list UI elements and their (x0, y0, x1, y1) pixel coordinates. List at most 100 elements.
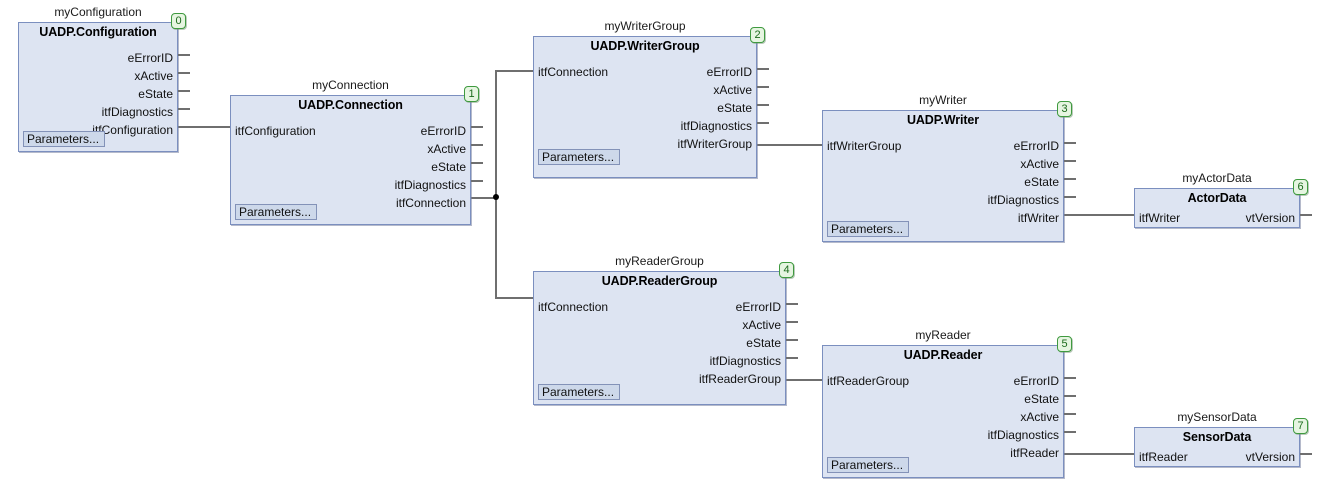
block-number-badge: 0 (171, 13, 186, 29)
output-pin-eState[interactable]: eState (717, 101, 752, 115)
function-block-reader[interactable]: myReader UADP.Reader itfReaderGroup eErr… (822, 328, 1072, 478)
pin-stub-itfDiagnostics-5 (1064, 431, 1076, 433)
pin-stub-eState-4 (786, 339, 798, 341)
input-pin-itfConnection[interactable]: itfConnection (538, 300, 609, 314)
wire-connection-out[interactable] (471, 197, 497, 199)
pin-stub-xActive-5 (1064, 413, 1076, 415)
pin-stub-eState-2 (757, 104, 769, 106)
output-pin-eState[interactable]: eState (138, 87, 173, 101)
block-instance-name: myWriter (919, 93, 967, 107)
output-pin-xActive[interactable]: xActive (742, 318, 781, 332)
input-pin-itfWriterGroup[interactable]: itfWriterGroup (827, 139, 902, 153)
output-pin-xActive[interactable]: xActive (134, 69, 173, 83)
block-type-name: UADP.Writer (906, 113, 980, 127)
block-body[interactable]: UADP.Writer itfWriterGroup eErrorID xAct… (822, 110, 1064, 242)
block-instance-name: myReader (915, 328, 971, 342)
function-block-sensordata[interactable]: mySensorData SensorData itfReader vtVers… (1134, 410, 1308, 467)
input-pin-itfReaderGroup[interactable]: itfReaderGroup (827, 374, 910, 388)
parameters-button[interactable]: Parameters... (827, 457, 910, 473)
pin-stub-xActive-1 (471, 144, 483, 146)
output-pin-itfDiagnostics[interactable]: itfDiagnostics (394, 178, 466, 192)
pin-stub-eState-3 (1064, 178, 1076, 180)
output-pin-itfDiagnostics[interactable]: itfDiagnostics (987, 428, 1059, 442)
input-pin-itfConnection[interactable]: itfConnection (538, 65, 609, 79)
input-pin-itfReader[interactable]: itfReader (1139, 450, 1188, 464)
block-number-badge: 7 (1293, 418, 1308, 434)
input-pin-itfWriter[interactable]: itfWriter (1139, 211, 1181, 225)
block-number-badge: 4 (779, 262, 794, 278)
output-pin-itfReader[interactable]: itfReader (1010, 446, 1059, 460)
block-body[interactable]: UADP.Configuration eErrorID xActive eSta… (18, 22, 178, 152)
wire-reader-to-sensordata[interactable] (1064, 453, 1134, 455)
block-number-badge: 1 (464, 86, 479, 102)
pin-stub-eState-0 (178, 90, 190, 92)
output-pin-itfDiagnostics[interactable]: itfDiagnostics (101, 105, 173, 119)
block-body[interactable]: UADP.WriterGroup itfConnection eErrorID … (533, 36, 757, 178)
block-type-name: UADP.Connection (298, 98, 403, 112)
wire-connection-to-writergroup[interactable] (495, 70, 534, 72)
function-block-writergroup[interactable]: myWriterGroup UADP.WriterGroup itfConnec… (533, 19, 765, 178)
wire-writer-to-actordata[interactable] (1064, 214, 1134, 216)
output-pin-xActive[interactable]: xActive (1020, 157, 1059, 171)
wire-connection-trunk[interactable] (495, 70, 497, 299)
pin-stub-vtVersion-6 (1300, 214, 1312, 216)
output-pin-itfDiagnostics[interactable]: itfDiagnostics (987, 193, 1059, 207)
output-pin-itfDiagnostics[interactable]: itfDiagnostics (680, 119, 752, 133)
pin-stub-xActive-3 (1064, 160, 1076, 162)
output-pin-eState[interactable]: eState (1024, 175, 1059, 189)
parameters-button[interactable]: Parameters... (538, 149, 621, 165)
output-pin-xActive[interactable]: xActive (427, 142, 466, 156)
output-pin-itfWriter[interactable]: itfWriter (1017, 211, 1059, 225)
pin-stub-xActive-4 (786, 321, 798, 323)
output-pin-eState[interactable]: eState (1024, 392, 1059, 406)
output-pin-eErrorID[interactable]: eErrorID (1013, 374, 1059, 388)
block-type-name: ActorData (1187, 191, 1247, 205)
pin-stub-xActive-2 (757, 86, 769, 88)
function-block-connection[interactable]: myConnection UADP.Connection itfConfigur… (230, 78, 479, 225)
output-pin-eState[interactable]: eState (746, 336, 781, 350)
output-pin-itfConnection[interactable]: itfConnection (395, 196, 466, 210)
wire-writergroup-to-writer[interactable] (757, 144, 822, 146)
parameters-button[interactable]: Parameters... (235, 204, 318, 220)
output-pin-vtVersion[interactable]: vtVersion (1245, 211, 1295, 225)
parameters-button[interactable]: Parameters... (538, 384, 621, 400)
block-instance-name: myConnection (312, 78, 389, 92)
parameters-button[interactable]: Parameters... (827, 221, 910, 237)
pin-stub-eErrorID-3 (1064, 142, 1076, 144)
output-pin-xActive[interactable]: xActive (1020, 410, 1059, 424)
wire-connection-to-readergroup[interactable] (495, 297, 534, 299)
output-pin-itfDiagnostics[interactable]: itfDiagnostics (709, 354, 781, 368)
output-pin-xActive[interactable]: xActive (713, 83, 752, 97)
wire-readergroup-to-reader[interactable] (786, 379, 822, 381)
output-pin-itfConfiguration[interactable]: itfConfiguration (92, 123, 173, 137)
output-pin-eErrorID[interactable]: eErrorID (706, 65, 752, 79)
output-pin-eErrorID[interactable]: eErrorID (127, 51, 173, 65)
wire-config-to-connection[interactable] (178, 126, 230, 128)
output-pin-itfReaderGroup[interactable]: itfReaderGroup (698, 372, 781, 386)
block-type-name: UADP.Configuration (39, 25, 157, 39)
output-pin-eErrorID[interactable]: eErrorID (1013, 139, 1059, 153)
function-block-readergroup[interactable]: myReaderGroup UADP.ReaderGroup itfConnec… (533, 254, 794, 405)
pin-stub-itfDiagnostics-0 (178, 108, 190, 110)
output-pin-eState[interactable]: eState (431, 160, 466, 174)
pin-stub-itfDiagnostics-3 (1064, 196, 1076, 198)
input-pin-itfConfiguration[interactable]: itfConfiguration (235, 124, 316, 138)
function-block-actordata[interactable]: myActorData ActorData itfWriter vtVersio… (1134, 171, 1308, 228)
output-pin-eErrorID[interactable]: eErrorID (420, 124, 466, 138)
pin-stub-itfDiagnostics-1 (471, 180, 483, 182)
output-pin-vtVersion[interactable]: vtVersion (1245, 450, 1295, 464)
parameters-button[interactable]: Parameters... (23, 131, 106, 147)
output-pin-itfWriterGroup[interactable]: itfWriterGroup (677, 137, 752, 151)
function-block-writer[interactable]: myWriter UADP.Writer itfWriterGroup eErr… (822, 93, 1072, 242)
function-block-configuration[interactable]: myConfiguration UADP.Configuration eErro… (18, 5, 186, 152)
output-pin-eErrorID[interactable]: eErrorID (735, 300, 781, 314)
block-body[interactable]: ActorData itfWriter vtVersion (1134, 188, 1300, 228)
block-instance-name: myActorData (1182, 171, 1252, 185)
block-body[interactable]: SensorData itfReader vtVersion (1134, 427, 1300, 467)
block-body[interactable]: UADP.Reader itfReaderGroup eErrorID eSta… (822, 345, 1064, 478)
block-instance-name: mySensorData (1177, 410, 1257, 424)
pin-stub-eErrorID-5 (1064, 377, 1076, 379)
block-body[interactable]: UADP.ReaderGroup itfConnection eErrorID … (533, 271, 786, 405)
block-body[interactable]: UADP.Connection itfConfiguration eErrorI… (230, 95, 471, 225)
